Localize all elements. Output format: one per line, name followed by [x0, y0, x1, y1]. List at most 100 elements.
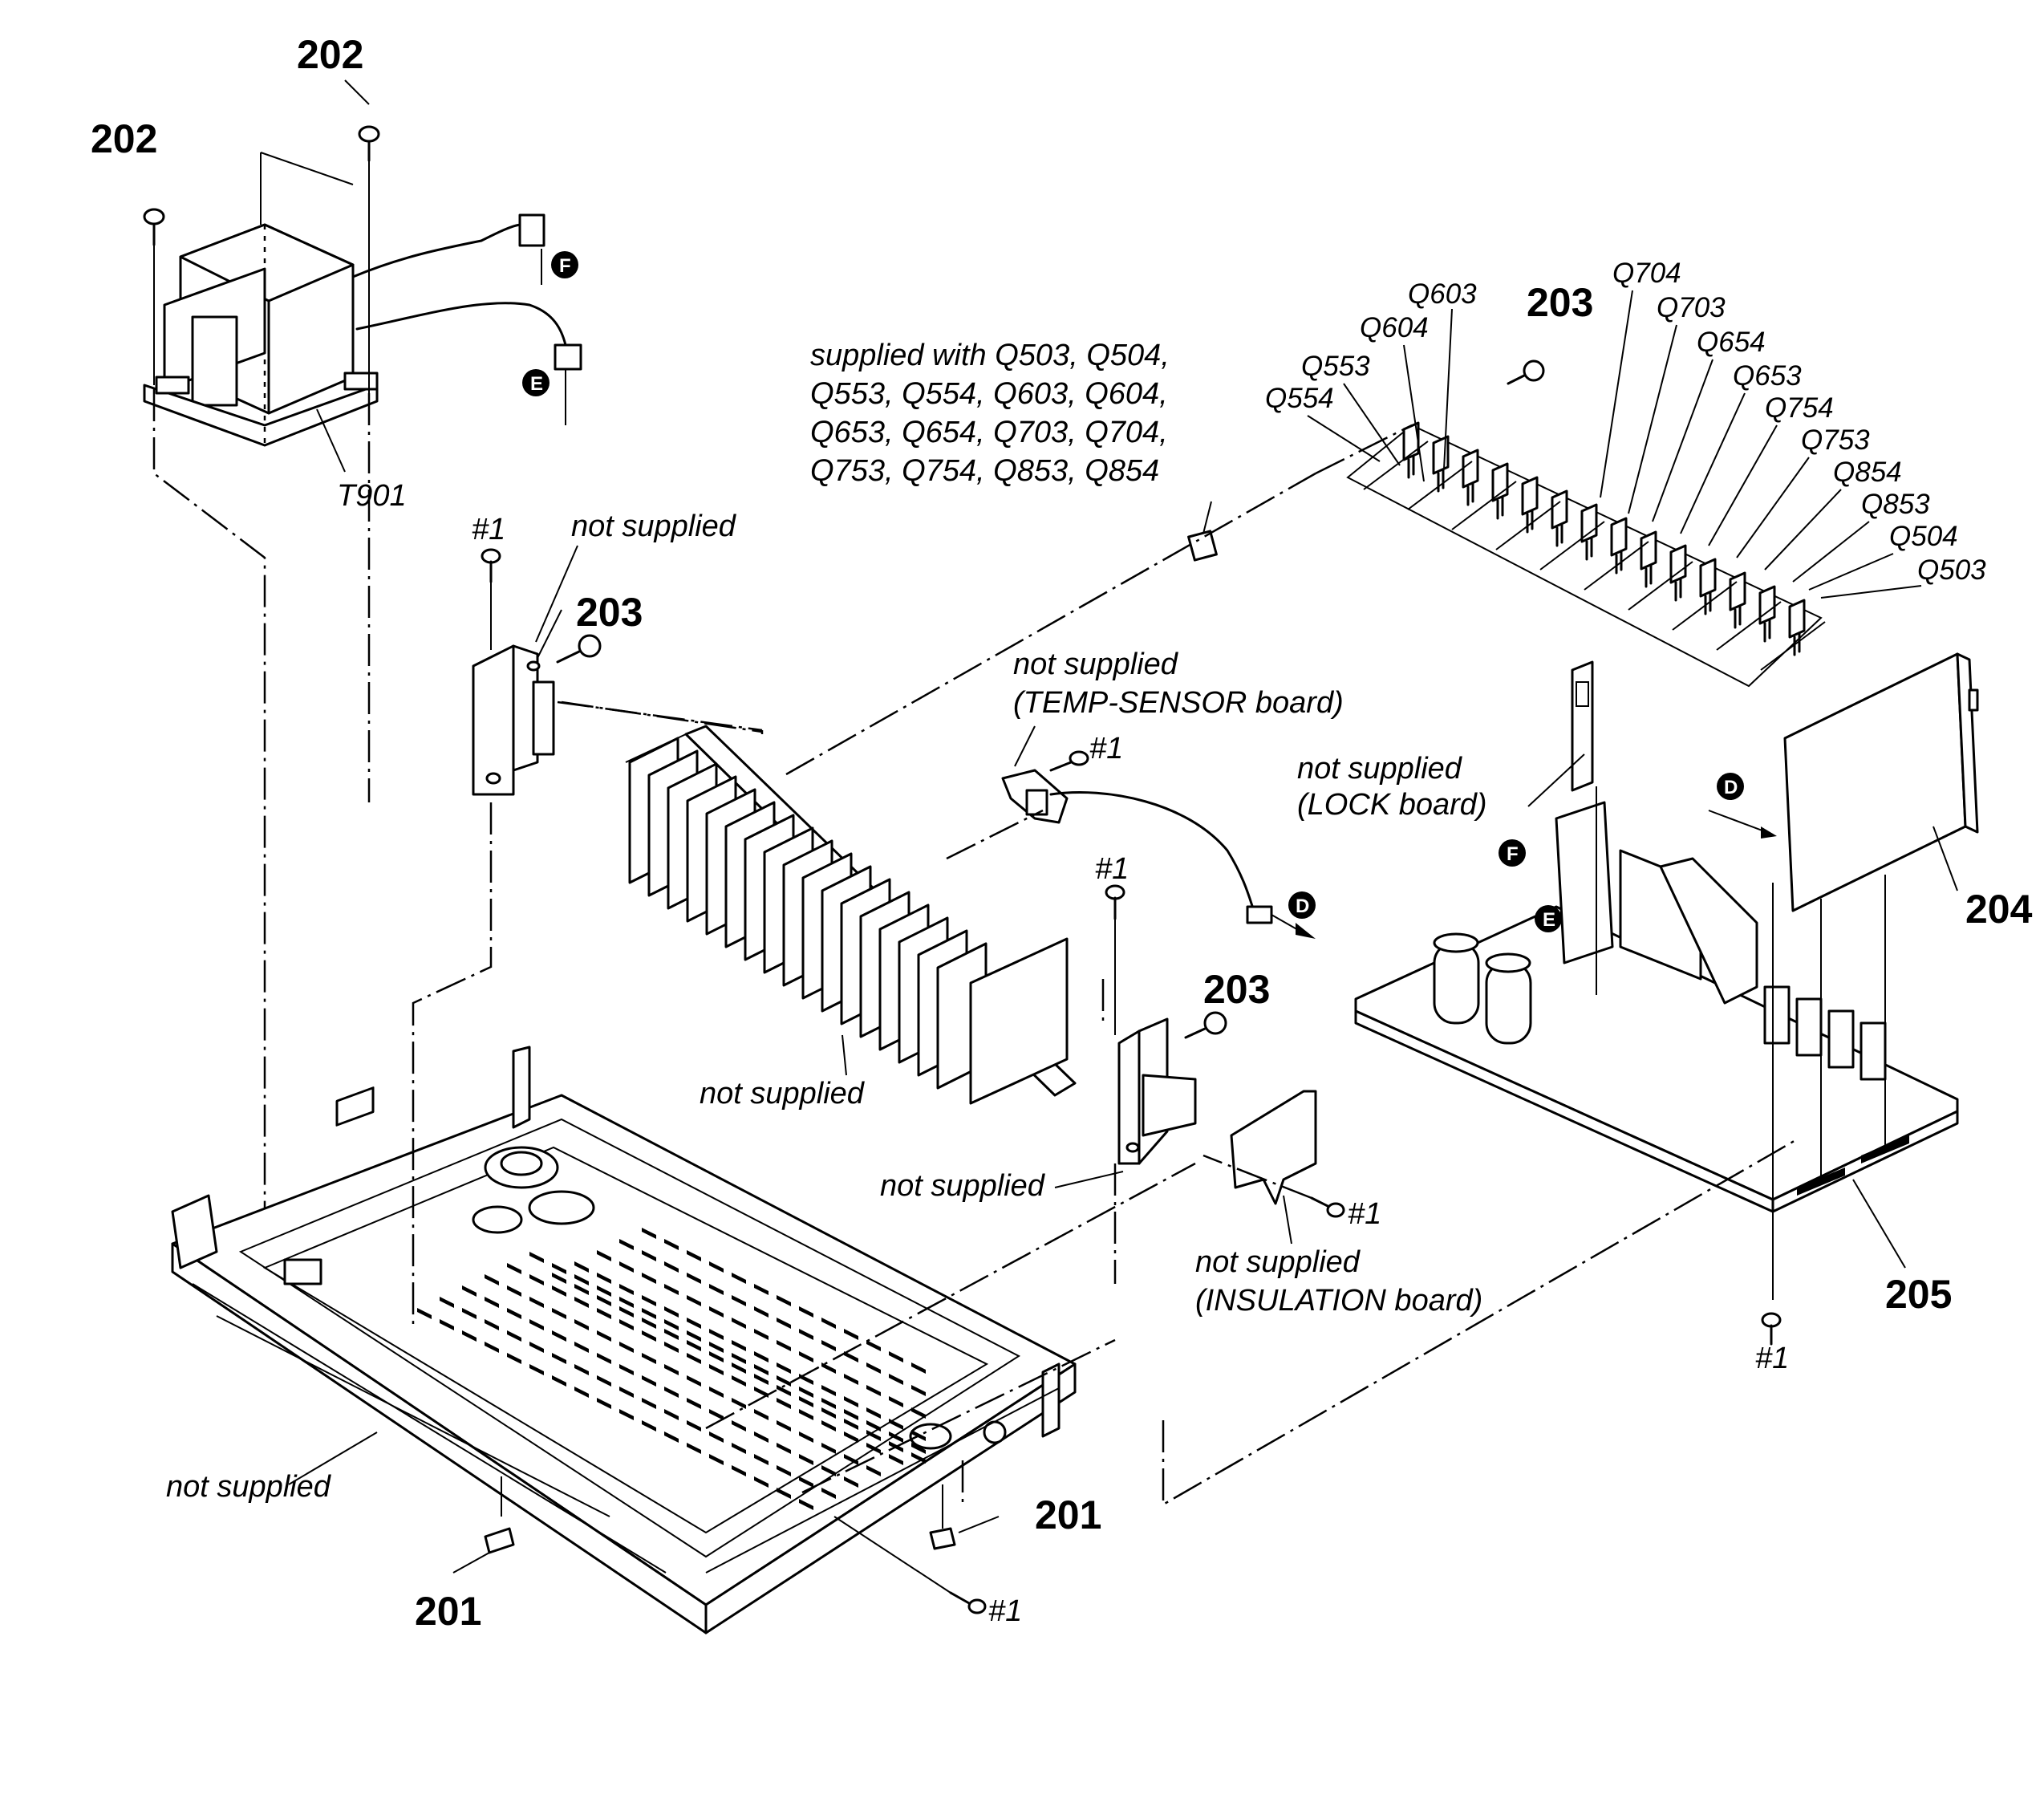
vent-slot — [754, 1374, 769, 1385]
vent-slot — [619, 1297, 634, 1308]
vent-slot — [709, 1387, 724, 1398]
svg-text:F: F — [1507, 843, 1519, 865]
vent-slot — [462, 1330, 477, 1342]
vent-slot — [619, 1306, 634, 1318]
screw-203-transistors — [1507, 359, 1545, 385]
screw-1-temp-sensor — [1049, 750, 1089, 772]
vent-slot — [462, 1308, 477, 1319]
leader-lines — [288, 408, 1958, 1574]
lock-board — [1571, 660, 1594, 792]
vent-slot — [889, 1351, 903, 1362]
transistor-row — [1346, 421, 1826, 688]
vent-slot — [799, 1387, 813, 1398]
transistor — [1462, 449, 1479, 489]
vent-slot — [529, 1297, 544, 1308]
vent-slot — [642, 1295, 656, 1306]
vent-slot — [574, 1319, 589, 1330]
vent-slot — [889, 1396, 903, 1407]
vent-slot — [664, 1364, 679, 1375]
vent-slot — [777, 1398, 791, 1409]
transistor — [1788, 599, 1806, 639]
vent-slot — [597, 1273, 611, 1284]
vent-slot — [732, 1443, 746, 1454]
vent-slot — [619, 1387, 634, 1398]
label-not-supplied-bracket2: not supplied — [880, 1169, 1046, 1203]
transistor — [1699, 558, 1717, 598]
vent-slot — [844, 1431, 858, 1443]
vent-slot — [529, 1342, 544, 1353]
svg-text:E: E — [530, 373, 543, 395]
vent-slot — [709, 1351, 724, 1362]
vent-slot — [754, 1387, 769, 1398]
part-number-201: 201 — [415, 1589, 481, 1634]
label-lock: not supplied — [1297, 752, 1463, 786]
vent-slot — [799, 1396, 813, 1407]
vent-slot — [754, 1284, 769, 1295]
vent-slot — [754, 1409, 769, 1420]
svg-text:D: D — [1724, 777, 1738, 798]
vent-slot — [709, 1364, 724, 1375]
transistor — [1580, 503, 1598, 543]
vent-slot — [866, 1385, 881, 1396]
vent-slot — [844, 1454, 858, 1465]
vent-slot — [687, 1340, 701, 1351]
vent-slot — [664, 1409, 679, 1420]
vent-slot — [821, 1488, 836, 1499]
transistor — [1491, 462, 1509, 502]
vent-slot — [799, 1499, 813, 1510]
supplied-with-note: supplied with Q503, Q504, Q553, Q554, Q6… — [810, 339, 1170, 488]
label-screw-1: #1 — [472, 513, 505, 546]
vent-slot — [597, 1285, 611, 1297]
transistor — [1758, 585, 1776, 625]
vent-slot — [709, 1306, 724, 1318]
transistor-label: Q704 — [1612, 258, 1681, 289]
connector-marker-e-board: E — [1535, 905, 1562, 932]
bracket-right — [1117, 1017, 1197, 1165]
screw-203-bracket-right — [1184, 1011, 1227, 1039]
transistor-label: Q853 — [1861, 489, 1930, 520]
vent-slot — [619, 1409, 634, 1420]
transistor-label: Q653 — [1733, 360, 1802, 392]
label-not-supplied-heatsink: not supplied — [700, 1077, 866, 1111]
vent-slot — [485, 1297, 499, 1308]
vent-slot — [642, 1375, 656, 1387]
vent-slot — [732, 1398, 746, 1409]
part-number-201: 201 — [1035, 1492, 1101, 1537]
part-number-202: 202 — [91, 116, 157, 161]
vent-slot — [664, 1342, 679, 1353]
label-insulation-board: (INSULATION board) — [1195, 1284, 1482, 1318]
screw-202-right — [344, 79, 380, 393]
transistor-label: Q754 — [1765, 392, 1834, 424]
vent-slot — [574, 1297, 589, 1308]
vent-slot — [687, 1330, 701, 1342]
screw-1-chassis — [833, 1516, 987, 1614]
vent-slot — [754, 1364, 769, 1375]
part-number-202: 202 — [297, 32, 363, 77]
vent-slot — [597, 1353, 611, 1364]
vent-slot — [866, 1362, 881, 1374]
vent-slot — [507, 1263, 521, 1274]
vent-slot — [642, 1228, 656, 1239]
vent-slot — [687, 1443, 701, 1454]
vent-slot — [866, 1340, 881, 1351]
vent-slot — [844, 1374, 858, 1385]
vent-slot — [777, 1362, 791, 1374]
vent-slot — [709, 1454, 724, 1465]
vent-slot — [709, 1409, 724, 1420]
vent-slot — [507, 1330, 521, 1342]
vent-slot — [642, 1330, 656, 1342]
label-not-supplied-bracket: not supplied — [571, 510, 737, 543]
transistor — [1729, 571, 1746, 611]
vent-slot — [642, 1420, 656, 1431]
vent-slot — [529, 1319, 544, 1330]
vent-slot — [821, 1318, 836, 1329]
transistor-label: Q854 — [1833, 457, 1902, 488]
label-lock-board: (LOCK board) — [1297, 788, 1487, 822]
connector-marker-d-mid: D — [1288, 891, 1316, 919]
svg-text:Q653, Q654, Q703, Q704,: Q653, Q654, Q703, Q704, — [810, 416, 1168, 449]
vent-slot — [529, 1274, 544, 1285]
vent-slot — [440, 1319, 454, 1330]
screw-1-insulation — [1202, 1154, 1345, 1218]
insulation-board — [1230, 1090, 1317, 1205]
